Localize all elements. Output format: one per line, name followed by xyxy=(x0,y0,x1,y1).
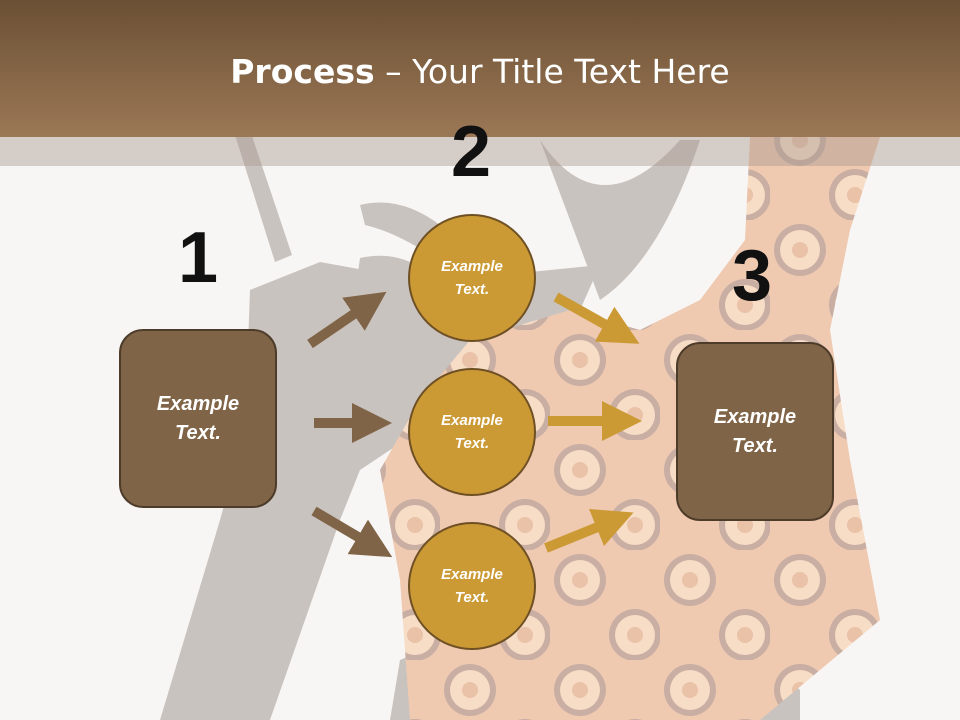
middle-circle-2-label: Example Text. xyxy=(441,412,503,452)
middle-circle-1-label: Example Text. xyxy=(441,258,503,298)
arrow-right-bottom xyxy=(544,508,634,553)
step-1-box[interactable]: Example Text. xyxy=(119,329,277,508)
header-strip xyxy=(0,137,960,166)
arrow-left-top xyxy=(307,291,387,349)
middle-circle-1[interactable]: Example Text. xyxy=(408,214,536,342)
arrow-left-bottom xyxy=(311,506,393,558)
step-number-3: 3 xyxy=(732,236,773,316)
slide-title: Process – Your Title Text Here xyxy=(0,52,960,91)
middle-circle-3-label: Example Text. xyxy=(441,566,503,606)
step-number-2: 2 xyxy=(451,112,492,192)
title-bold: Process xyxy=(230,52,375,91)
step-3-box[interactable]: Example Text. xyxy=(676,342,834,521)
step-number-1: 1 xyxy=(178,218,219,298)
title-rest: – Your Title Text Here xyxy=(374,52,730,91)
step-1-label: Example Text. xyxy=(156,392,240,444)
step-3-label: Example Text. xyxy=(713,405,797,457)
arrow-right-top xyxy=(553,292,640,344)
middle-circle-2[interactable]: Example Text. xyxy=(408,368,536,496)
middle-circle-3[interactable]: Example Text. xyxy=(408,522,536,650)
header-band xyxy=(0,0,960,137)
